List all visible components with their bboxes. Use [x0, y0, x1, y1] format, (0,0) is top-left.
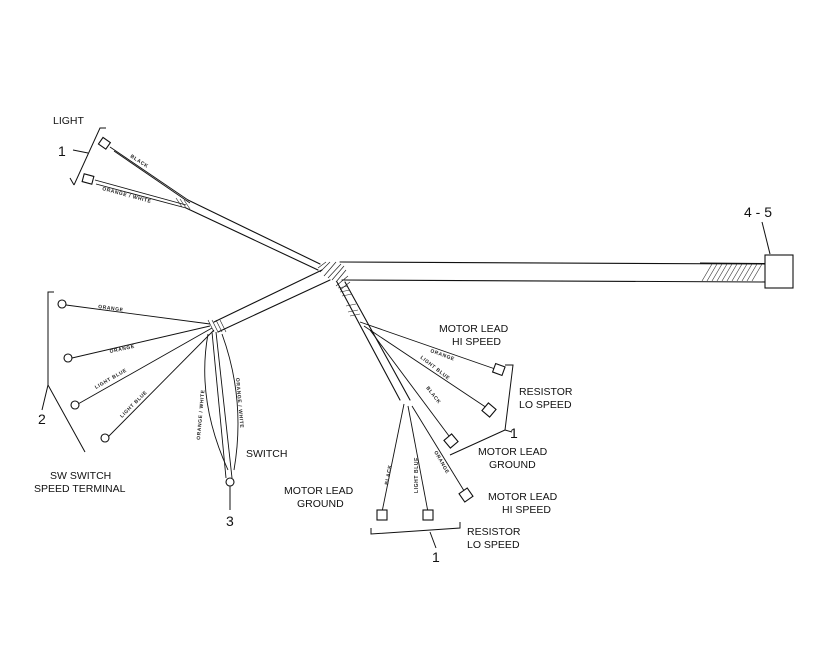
label-motor-lead-ground-left-1: MOTOR LEAD — [284, 485, 354, 497]
label-light: LIGHT — [53, 115, 85, 127]
bottom-group-bracket — [370, 522, 461, 535]
wire-label-orange-1: ORANGE — [98, 304, 124, 314]
label-motor-lead-hi-lower-1: MOTOR LEAD — [488, 491, 558, 503]
motor-lead-ground-connector — [443, 433, 459, 449]
switch-terminal — [225, 477, 235, 487]
motor-lead-ground-left-connector — [376, 509, 388, 521]
main-trunk — [339, 261, 766, 283]
label-resistor-lower-2: LO SPEED — [467, 539, 520, 551]
wire-label-black-3: BLACK — [384, 464, 393, 485]
label-resistor-lo-2: LO SPEED — [519, 399, 572, 411]
light-branch — [81, 136, 321, 271]
wire-label-light-blue-4: LIGHT BLUE — [414, 457, 420, 493]
wire-annotations: BLACK ORANGE / WHITE ORANGE ORANGE LIGHT… — [94, 154, 455, 493]
resistor-lower-connector — [458, 487, 474, 503]
label-resistor-lo-1: RESISTOR — [519, 386, 573, 398]
sw-terminal-orange-1 — [57, 299, 67, 309]
connector-leader — [761, 221, 771, 255]
wire-label-orange-white-3: ORANGE / WHITE — [234, 378, 244, 429]
wire-label-light-blue-1: LIGHT BLUE — [94, 368, 128, 391]
label-switch: SWITCH — [246, 448, 287, 460]
sw-terminal-orange-2 — [63, 353, 73, 363]
motor-branch — [336, 281, 506, 521]
light-connector-orange-white — [81, 173, 95, 185]
callout-switch: 3 — [226, 513, 234, 529]
callout-light: 1 — [58, 143, 66, 159]
callout-brackets — [41, 127, 514, 549]
wire-label-orange-white-2: ORANGE / WHITE — [196, 389, 206, 440]
motor-lead-hi-connector — [491, 362, 506, 377]
callout-bottom-group: 1 — [432, 549, 440, 565]
main-connector — [764, 254, 794, 289]
wire-label-orange-2: ORANGE — [109, 344, 135, 355]
light-connector-black — [97, 136, 112, 150]
trunk-wrap-hatch — [701, 263, 763, 282]
label-sw-switch: SW SWITCH — [50, 470, 111, 482]
sw-terminal-light-blue-2 — [100, 433, 110, 443]
component-labels: LIGHT SW SWITCH SPEED TERMINAL SWITCH MO… — [34, 115, 573, 551]
label-motor-lead-ground-1: MOTOR LEAD — [478, 446, 548, 458]
callout-numbers: 1 2 3 4 - 5 1 1 — [38, 143, 772, 565]
label-motor-lead-hi-2: HI SPEED — [452, 336, 501, 348]
callout-sw-switch: 2 — [38, 411, 46, 427]
junction-hatch — [317, 261, 351, 291]
sw-terminal-light-blue-1 — [70, 400, 80, 410]
switch-branch — [57, 269, 331, 487]
label-resistor-lower-1: RESISTOR — [467, 526, 521, 538]
motor-lead-hi-lower-connector — [422, 509, 434, 521]
right-group-bracket — [449, 364, 514, 456]
sw-switch-bracket — [47, 291, 86, 453]
label-motor-lead-ground-left-2: GROUND — [297, 498, 344, 510]
wire-label-black-2: BLACK — [424, 386, 441, 406]
callout-connector: 4 - 5 — [744, 204, 772, 220]
label-motor-lead-hi-1: MOTOR LEAD — [439, 323, 509, 335]
callout-right-group: 1 — [510, 425, 518, 441]
label-motor-lead-hi-lower-2: HI SPEED — [502, 504, 551, 516]
wire-label-light-blue-2: LIGHT BLUE — [119, 390, 149, 420]
label-speed-terminal: SPEED TERMINAL — [34, 483, 126, 495]
resistor-lo-connector — [481, 402, 497, 418]
light-bracket — [69, 127, 106, 186]
label-motor-lead-ground-2: GROUND — [489, 459, 536, 471]
